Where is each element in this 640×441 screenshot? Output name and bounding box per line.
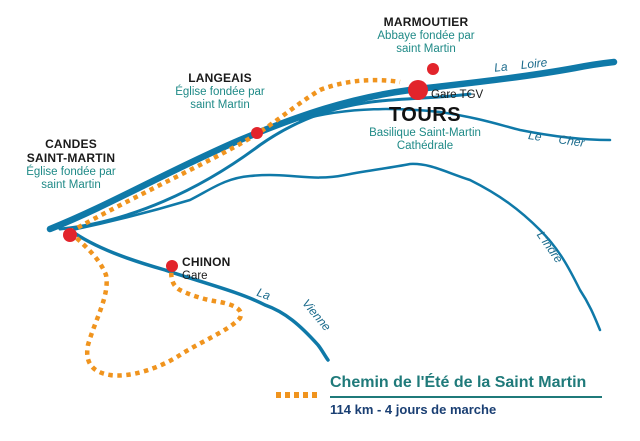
river-label-part: Loire xyxy=(519,55,548,72)
marker-chinon[interactable] xyxy=(166,260,178,272)
river-label-part: La xyxy=(493,59,509,75)
marker-marmoutier[interactable] xyxy=(427,63,439,75)
marker-tours[interactable] xyxy=(408,80,428,100)
place-chinon: CHINON Gare xyxy=(182,255,231,283)
place-name: SAINT-MARTIN xyxy=(26,150,116,165)
place-tours-station: Gare TGV xyxy=(431,89,483,102)
station-label: Gare xyxy=(182,269,208,282)
place-marmoutier: MARMOUTIER Abbaye fondée par saint Marti… xyxy=(366,15,486,56)
legend-title: Chemin de l'Été de la Saint Martin xyxy=(330,374,587,391)
place-desc: Église fondée par xyxy=(26,165,116,178)
place-candes: CANDES SAINT-MARTIN Église fondée par sa… xyxy=(8,137,134,192)
place-name: LANGEAIS xyxy=(188,71,252,85)
loire-river xyxy=(46,58,618,233)
vienne-river xyxy=(68,228,330,362)
river-label-part: Le xyxy=(527,128,543,144)
marker-candes[interactable] xyxy=(63,228,77,242)
legend-subtitle: 114 km - 4 jours de marche xyxy=(330,402,497,417)
place-name: CHINON xyxy=(182,255,231,269)
indre-river xyxy=(70,162,602,332)
place-name: MARMOUTIER xyxy=(383,15,469,29)
place-langeais: LANGEAIS Église fondée par saint Martin xyxy=(160,71,280,112)
legend-underline xyxy=(330,396,602,398)
place-desc: Basilique Saint-Martin xyxy=(369,127,481,139)
place-desc: saint Martin xyxy=(190,99,250,112)
place-desc: saint Martin xyxy=(41,178,101,191)
cher-river xyxy=(298,107,612,142)
station-label: Gare TGV xyxy=(431,89,484,101)
place-name: TOURS xyxy=(388,104,462,126)
place-tours: TOURS Basilique Saint-Martin Cathédrale xyxy=(340,104,510,153)
place-desc: Cathédrale xyxy=(396,140,454,153)
place-desc: Abbaye fondée par xyxy=(377,29,475,42)
place-desc: Église fondée par xyxy=(175,85,265,98)
marker-langeais[interactable] xyxy=(251,127,263,139)
place-desc: saint Martin xyxy=(396,43,456,56)
place-name: CANDES xyxy=(45,137,97,151)
